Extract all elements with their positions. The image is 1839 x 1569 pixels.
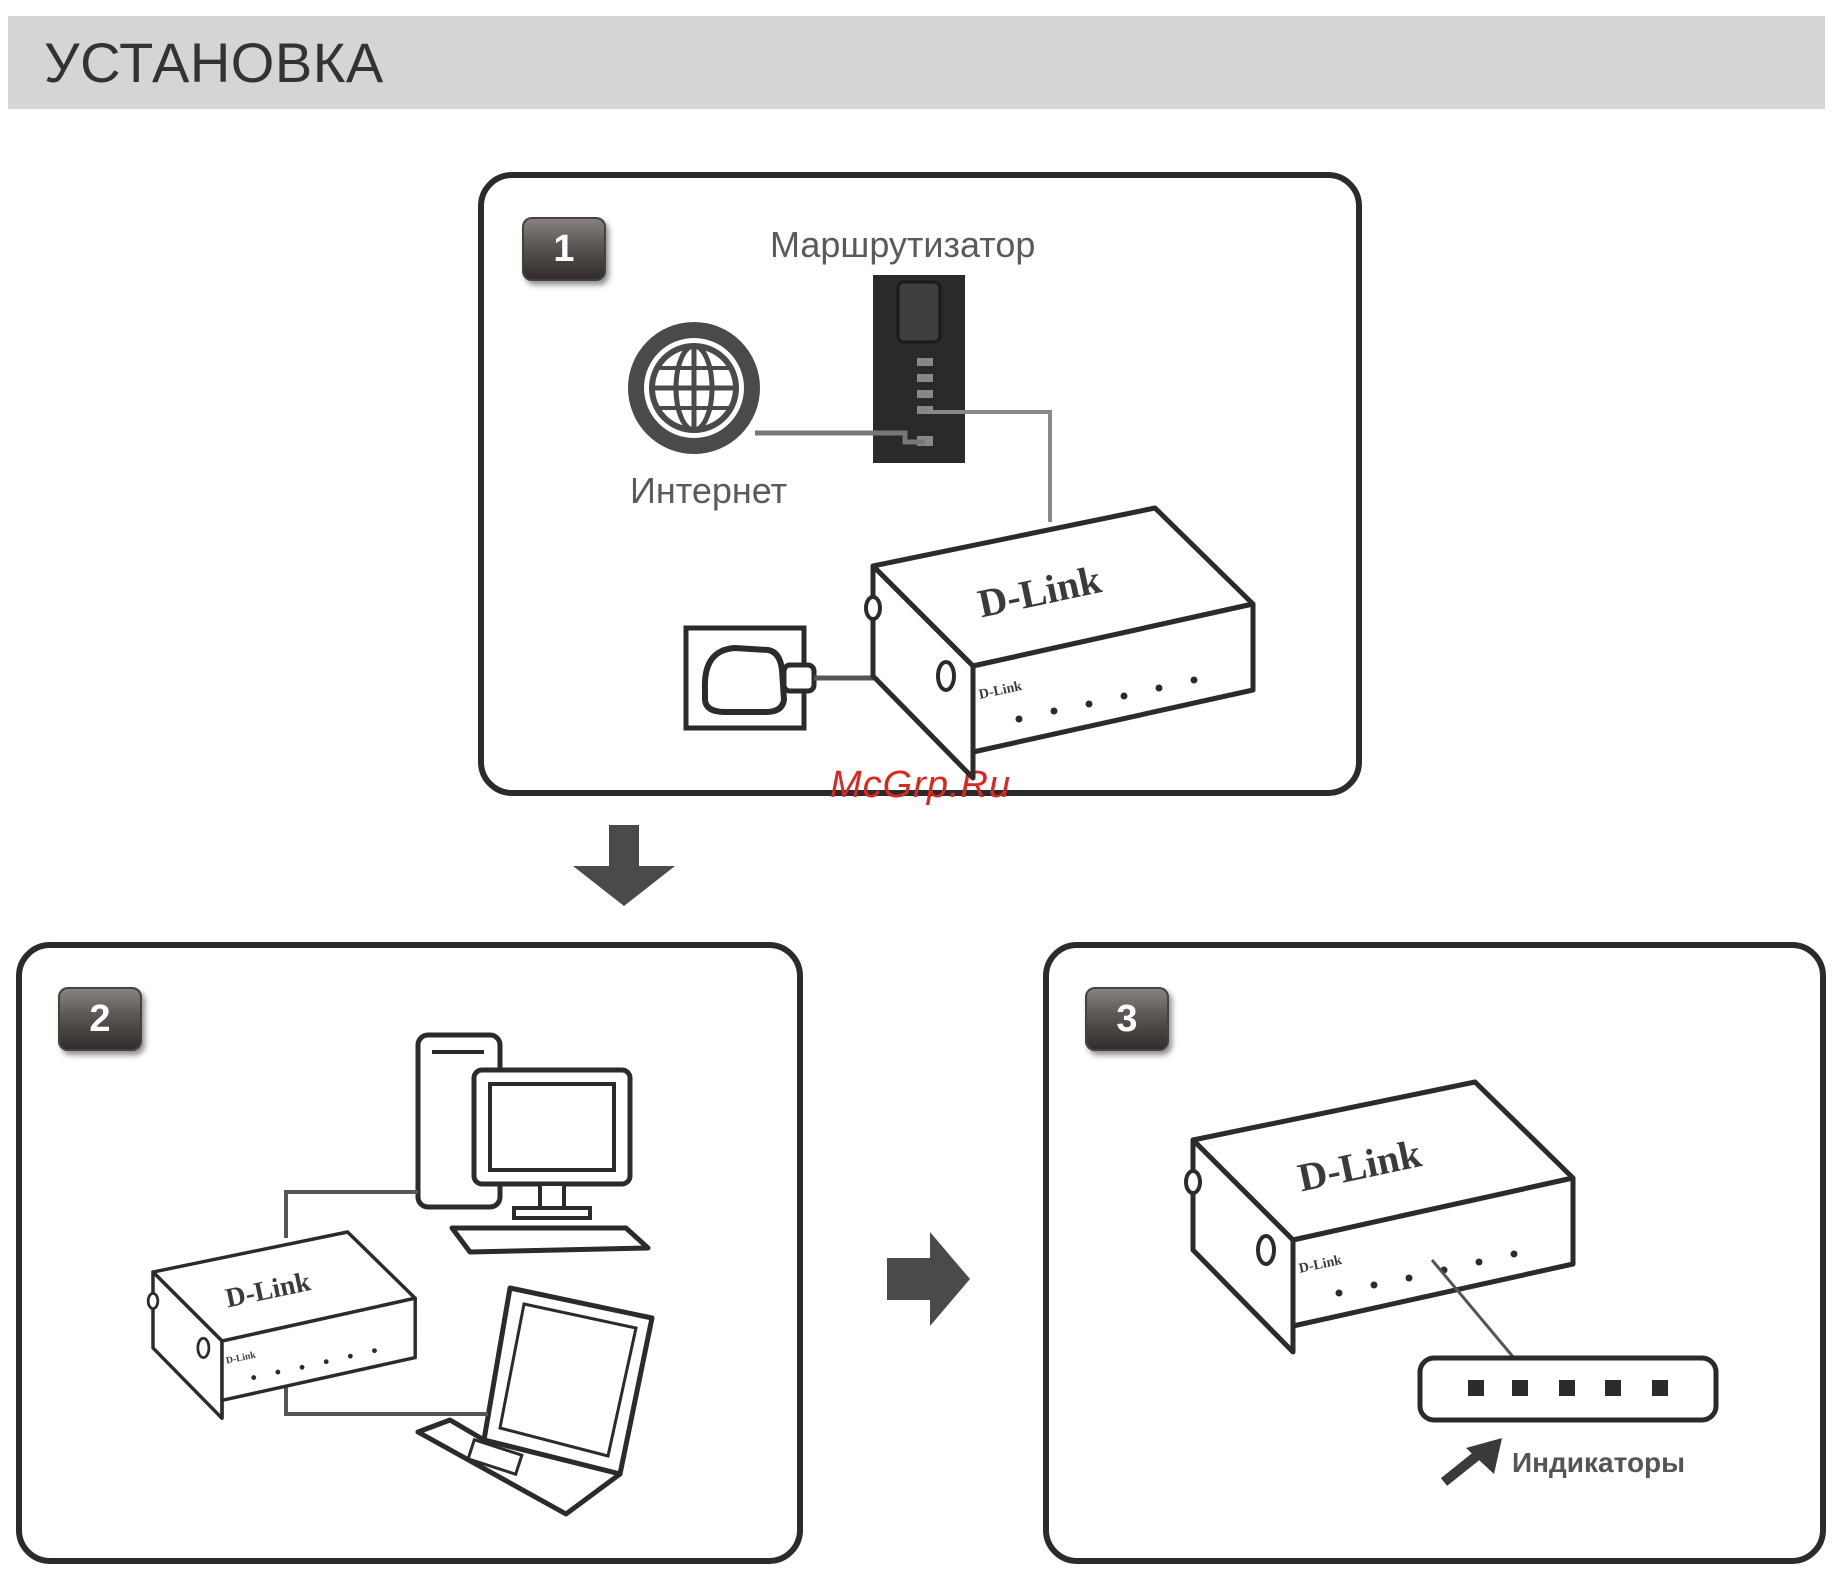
pointer-arrow-icon [1444,1438,1502,1482]
arrow-down-icon [573,825,675,906]
globe-icon [628,322,760,454]
switch-icon [1186,1082,1573,1352]
desktop-pc-icon [418,1035,648,1252]
switch-icon [148,1232,415,1418]
arrow-right-icon [887,1232,970,1326]
laptop-icon [418,1288,652,1514]
switch-icon [866,508,1253,778]
power-outlet-icon [686,628,814,728]
indicators-panel [1420,1358,1716,1420]
